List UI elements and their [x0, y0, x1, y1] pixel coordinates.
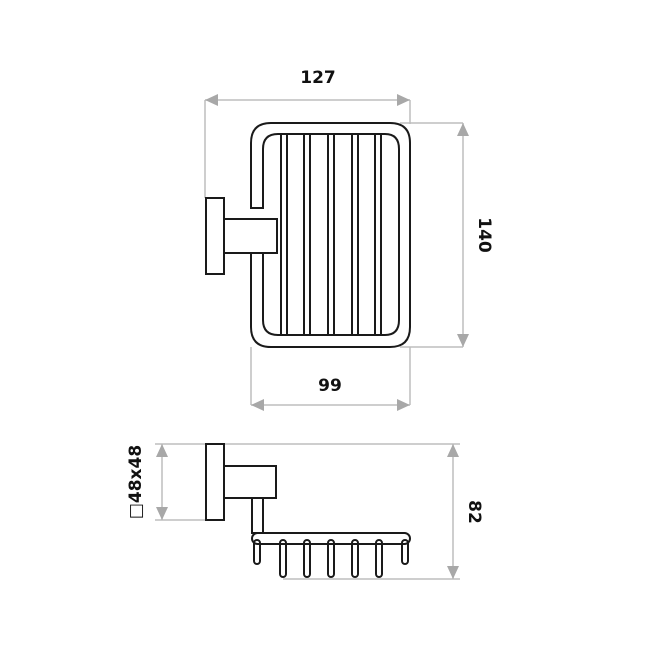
wall-arm [223, 465, 277, 499]
stem [251, 497, 264, 534]
dimension-48x48: □48x48 [126, 443, 206, 521]
arrow-up-icon [457, 123, 469, 136]
arrow-left-icon [251, 399, 264, 411]
side-view: □48x48 82 [126, 443, 484, 580]
dimension-140: 140 [400, 122, 494, 348]
basket-frame [250, 122, 411, 348]
dimension-99: 99 [250, 347, 411, 411]
dimension-127: 127 [204, 68, 411, 198]
wall-plate [205, 443, 225, 521]
dimension-label-depth: 82 [464, 500, 484, 524]
wall-arm [223, 218, 278, 254]
arrow-down-icon [457, 334, 469, 347]
front-view: 127 140 99 [204, 68, 494, 411]
arrow-down-icon [447, 566, 459, 579]
arrow-left-icon [205, 94, 218, 106]
basket-bar [251, 532, 411, 545]
dimension-label-height: 140 [474, 217, 494, 253]
arrow-right-icon [397, 399, 410, 411]
basket-pins [253, 539, 409, 578]
basket-bars [280, 134, 382, 335]
dimension-label-plate: □48x48 [126, 445, 146, 519]
dimension-label-basket-width: 99 [318, 376, 342, 396]
arrow-right-icon [397, 94, 410, 106]
dimension-label-width: 127 [300, 68, 336, 88]
wall-plate [205, 197, 225, 275]
dimension-82: 82 [224, 443, 484, 580]
arrow-up-icon [156, 444, 168, 457]
arrow-down-icon [156, 507, 168, 520]
arrow-up-icon [447, 444, 459, 457]
